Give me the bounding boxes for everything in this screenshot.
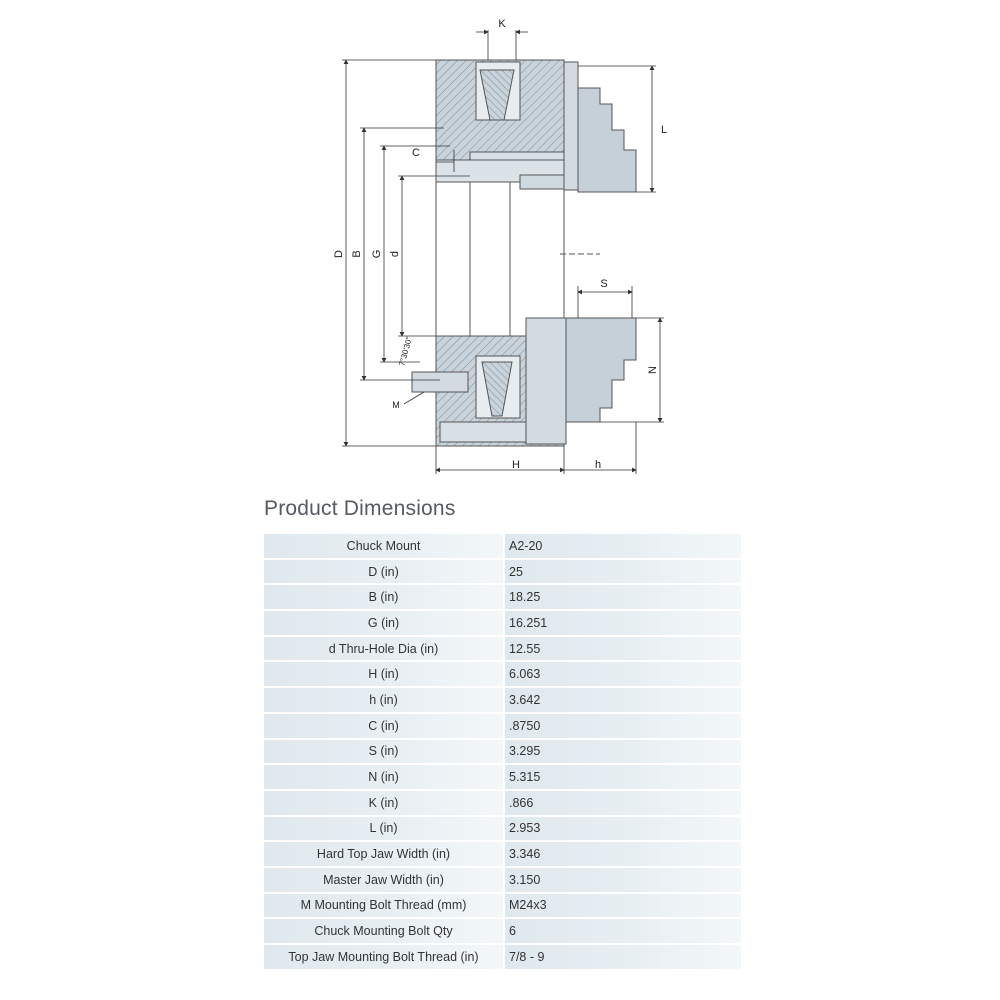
table-row: K (in).866 (264, 790, 741, 815)
row-label: H (in) (264, 662, 503, 687)
label-d: d (389, 251, 401, 257)
label-M: M (392, 400, 400, 410)
table-row: d Thru-Hole Dia (in)12.55 (264, 636, 741, 661)
column-divider (503, 867, 505, 892)
column-divider (503, 816, 505, 841)
label-B: B (351, 250, 363, 257)
row-value: 25 (505, 559, 741, 584)
row-value: 3.346 (505, 842, 741, 866)
table-row: D (in)25 (264, 559, 741, 584)
row-value: 2.953 (505, 816, 741, 841)
column-divider (503, 636, 505, 661)
row-label: L (in) (264, 816, 503, 841)
table-row: h (in)3.642 (264, 688, 741, 712)
row-value: 3.150 (505, 867, 741, 892)
bore (435, 182, 600, 336)
table-row: Top Jaw Mounting Bolt Thread (in)7/8 - 9 (264, 945, 741, 969)
row-value: 3.295 (505, 739, 741, 764)
column-divider (503, 662, 505, 687)
row-value: 3.642 (505, 688, 741, 712)
section-title: Product Dimensions (264, 497, 456, 520)
row-value: 7/8 - 9 (505, 945, 741, 969)
upper-jaw (563, 61, 637, 193)
row-value: M24x3 (505, 893, 741, 918)
row-value: A2-20 (505, 534, 741, 558)
row-label: Master Jaw Width (in) (264, 867, 503, 892)
row-label: Top Jaw Mounting Bolt Thread (in) (264, 945, 503, 969)
row-label: Chuck Mount (264, 534, 503, 558)
label-C: C (412, 147, 420, 159)
column-divider (503, 893, 505, 918)
row-label: S (in) (264, 739, 503, 764)
label-N: N (647, 366, 659, 374)
label-G: G (371, 250, 383, 259)
column-divider (503, 585, 505, 610)
row-value: .866 (505, 790, 741, 815)
table-row: B (in)18.25 (264, 585, 741, 610)
column-divider (503, 739, 505, 764)
row-label: B (in) (264, 585, 503, 610)
column-divider (503, 534, 505, 558)
row-value: .8750 (505, 713, 741, 738)
label-L: L (661, 124, 667, 136)
table-row: L (in)2.953 (264, 816, 741, 841)
row-label: G (in) (264, 611, 503, 635)
table-row: S (in)3.295 (264, 739, 741, 764)
column-divider (503, 842, 505, 866)
row-label: D (in) (264, 559, 503, 584)
row-value: 5.315 (505, 765, 741, 789)
table-row: C (in).8750 (264, 713, 741, 738)
table-row: M Mounting Bolt Thread (mm)M24x3 (264, 893, 741, 918)
label-K: K (498, 18, 506, 30)
upper-body-section (435, 59, 571, 190)
table-row: Hard Top Jaw Width (in)3.346 (264, 842, 741, 866)
row-label: d Thru-Hole Dia (in) (264, 636, 503, 661)
row-label: Chuck Mounting Bolt Qty (264, 919, 503, 943)
column-divider (503, 919, 505, 943)
column-divider (503, 611, 505, 635)
row-label: K (in) (264, 790, 503, 815)
label-S: S (600, 278, 607, 290)
row-label: C (in) (264, 713, 503, 738)
row-label: Hard Top Jaw Width (in) (264, 842, 503, 866)
label-h: h (595, 459, 601, 471)
row-value: 6.063 (505, 662, 741, 687)
label-H: H (512, 459, 520, 471)
row-label: M Mounting Bolt Thread (mm) (264, 893, 503, 918)
table-row: G (in)16.251 (264, 611, 741, 635)
row-label: N (in) (264, 765, 503, 789)
table-row: Master Jaw Width (in)3.150 (264, 867, 741, 892)
row-value: 16.251 (505, 611, 741, 635)
column-divider (503, 688, 505, 712)
dimension-lines (342, 29, 664, 474)
column-divider (503, 945, 505, 969)
row-value: 6 (505, 919, 741, 943)
label-D: D (333, 250, 345, 258)
table-row: N (in)5.315 (264, 765, 741, 789)
column-divider (503, 559, 505, 584)
row-value: 18.25 (505, 585, 741, 610)
column-divider (503, 713, 505, 738)
table-row: H (in)6.063 (264, 662, 741, 687)
row-label: h (in) (264, 688, 503, 712)
lower-jaw (525, 317, 637, 445)
column-divider (503, 790, 505, 815)
column-divider (503, 765, 505, 789)
chuck-cross-section-diagram: K L C D B G d S N M 7°30'30" H h (333, 18, 667, 474)
row-value: 12.55 (505, 636, 741, 661)
